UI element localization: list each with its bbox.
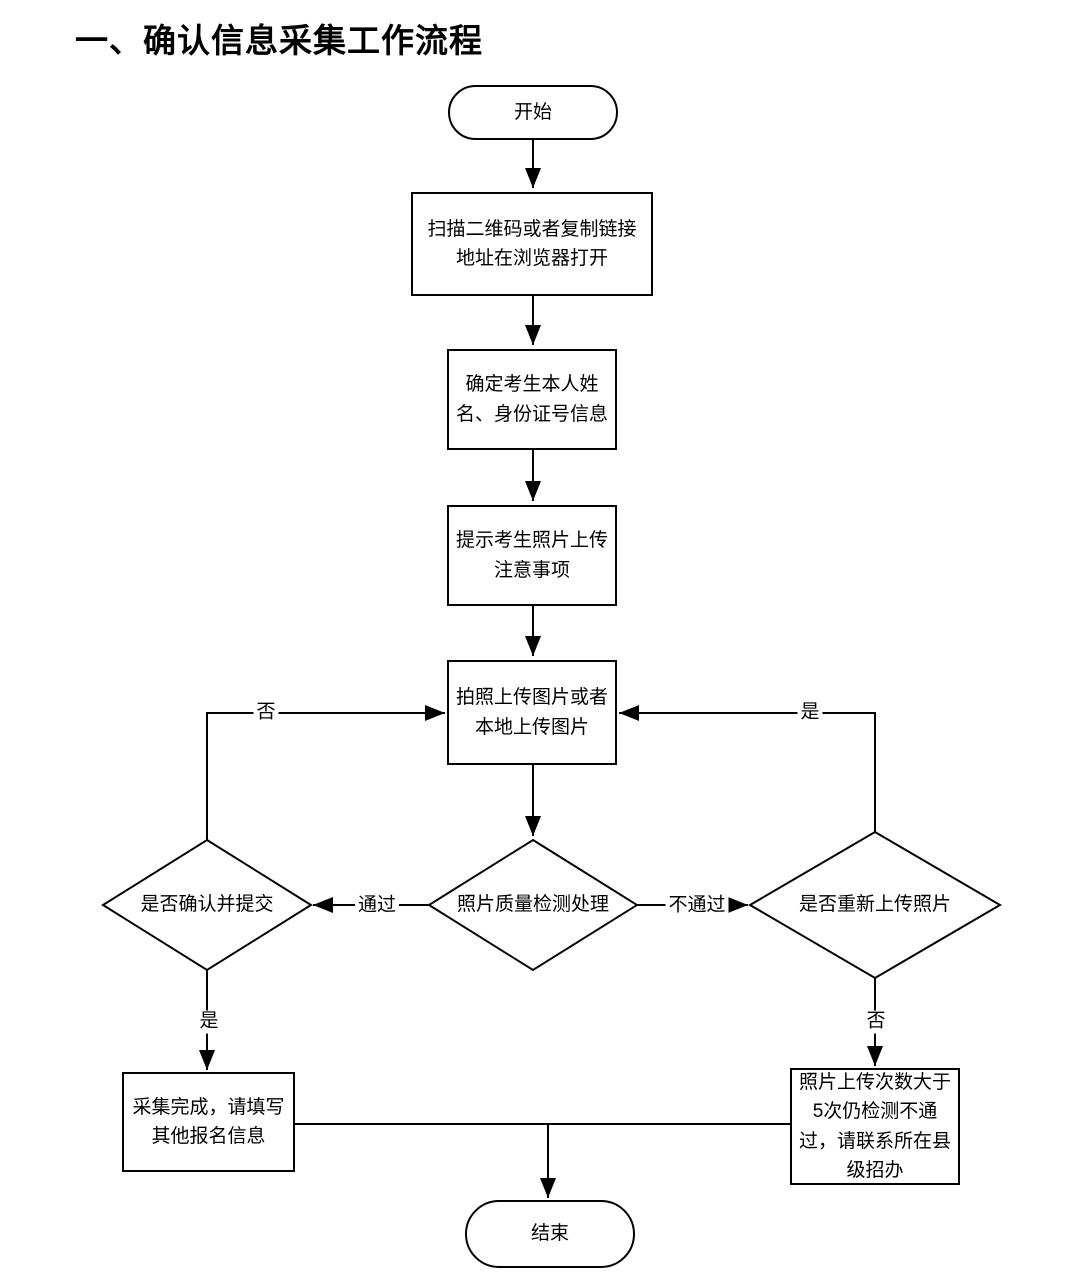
node-scan-qr: 扫描二维码或者复制链接地址在浏览器打开 (411, 192, 653, 296)
page-title: 一、确认信息采集工作流程 (75, 22, 483, 59)
edge-label-fail: 不通过 (665, 894, 729, 918)
edge-label-pass: 通过 (354, 894, 400, 918)
diamond-reupload (748, 830, 1002, 980)
node-end: 结束 (465, 1200, 635, 1268)
edge-reupload-yes-loop (619, 705, 876, 832)
edge-submit-no-loop (206, 705, 445, 840)
node-start: 开始 (448, 85, 618, 140)
node-photo-tips: 提示考生照片上传注意事项 (447, 505, 617, 606)
node-collection-done: 采集完成，请填写其他报名信息 (122, 1072, 295, 1172)
diamond-quality-check (427, 838, 639, 972)
edge-label-submit-yes: 是 (196, 1010, 222, 1034)
edge-label-reupload-yes: 是 (797, 701, 823, 725)
diamond-confirm-submit (101, 838, 313, 972)
node-contact-office: 照片上传次数大于5次仍检测不通过，请联系所在县级招办 (790, 1068, 960, 1185)
node-upload-photo: 拍照上传图片或者本地上传图片 (447, 660, 617, 765)
edge-label-reupload-no: 否 (863, 1010, 889, 1034)
edge-label-submit-no: 否 (253, 701, 279, 725)
node-confirm-identity: 确定考生本人姓名、身份证号信息 (447, 349, 617, 450)
